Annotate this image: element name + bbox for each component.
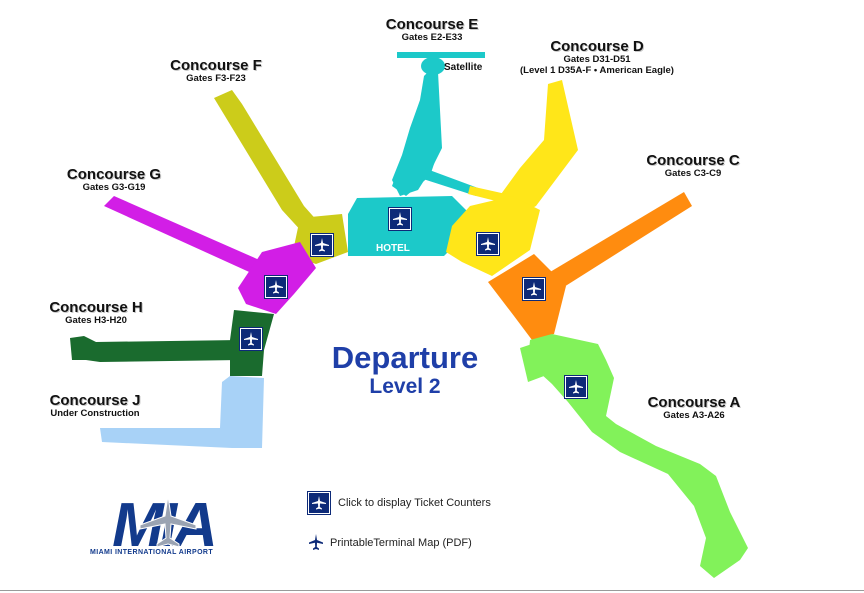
concourse-a-pier [528,334,748,578]
concourse-g-title: Concourse G [66,166,162,183]
concourse-d-gates: Gates D31-D51 [563,54,631,65]
ticket-counter-pin-f[interactable] [310,233,334,257]
ticket-counter-pin-a[interactable] [564,375,588,399]
concourse-c-gates: Gates C3-C9 [664,168,722,179]
concourse-a-jetways [520,344,544,382]
airplane-icon [309,534,323,550]
concourse-d-title: Concourse D [550,38,644,55]
concourse-a-title: Concourse A [647,394,741,411]
mia-logo-caption: MIAMI INTERNATIONAL AIRPORT [90,549,214,556]
mia-logo[interactable]: MIA MIAMI INTERNATIONAL AIRPORT [86,491,240,560]
airplane-icon [569,380,583,394]
concourse-a-area[interactable] [520,334,748,578]
concourse-f-title: Concourse F [170,57,262,74]
concourse-e-satellite-label: Satellite [444,62,483,73]
airplane-icon [269,280,283,294]
mia-logo-plane-icon [139,495,197,548]
concourse-h-area[interactable] [70,310,274,376]
concourse-a-label[interactable]: Concourse A Gates A3-A26 [634,395,754,421]
airplane-icon [393,212,407,226]
ticket-counter-pin-d[interactable] [476,232,500,256]
printable-map-link[interactable]: PrintableTerminal Map (PDF) [330,537,472,549]
concourse-j-pier [100,376,264,448]
concourse-g-gates: Gates G3-G19 [82,182,146,193]
printable-map-icon[interactable] [308,533,324,551]
concourse-g-pier [104,196,264,276]
concourse-f-gates: Gates F3-F23 [186,73,246,84]
ticket-counter-pin-c[interactable] [522,277,546,301]
ticket-counter-pin-g[interactable] [264,275,288,299]
ticket-counter-pin-h[interactable] [239,327,263,351]
concourse-d-label[interactable]: Concourse D Gates D31-D51 (Level 1 D35A-… [500,39,694,75]
heading-departure: Departure [331,340,479,375]
concourse-f-label[interactable]: Concourse F Gates F3-F23 [158,58,274,84]
airplane-icon [244,332,258,346]
concourse-j-label[interactable]: Concourse J Under Construction [36,393,154,419]
concourse-c-title: Concourse C [646,152,740,169]
airplane-icon [527,282,541,296]
hotel-label: HOTEL [376,243,410,254]
airplane-icon [315,238,329,252]
concourse-d-level1-note: (Level 1 D35A-F • American Eagle) [520,64,674,76]
legend-ticket-counters-text[interactable]: Click to display Ticket Counters [338,497,491,509]
concourse-h-pier [70,336,240,362]
satellite-neck [429,56,437,72]
concourse-e-label[interactable]: Concourse E Gates E2-E33 [370,17,494,43]
concourse-h-label[interactable]: Concourse H Gates H3-H20 [34,300,158,326]
concourse-d-area[interactable] [446,80,578,276]
legend-ticket-counter-icon[interactable] [307,491,331,515]
mia-logo-graphic: MIA [112,491,218,560]
heading-level: Level 2 [369,375,441,398]
airplane-icon [312,496,326,510]
concourse-g-label[interactable]: Concourse G Gates G3-G19 [52,167,176,193]
concourse-a-gates: Gates A3-A26 [663,410,725,421]
concourse-e-stem [392,140,440,196]
concourse-j-area[interactable] [100,376,264,448]
concourse-h-gates: Gates H3-H20 [65,315,127,326]
concourse-c-label[interactable]: Concourse C Gates C3-C9 [634,153,752,179]
concourse-e-connector [420,168,478,196]
map-heading: Departure Level 2 [290,342,520,397]
concourse-f-pier [214,90,320,234]
ticket-counter-pin-e[interactable] [388,207,412,231]
airplane-icon [481,237,495,251]
concourse-d-link [468,186,506,202]
satellite-bar [397,52,485,58]
concourse-j-status: Under Construction [50,408,140,419]
concourse-c-pier [540,192,692,292]
concourse-h-title: Concourse H [49,299,143,316]
concourse-j-title: Concourse J [49,392,141,409]
concourse-d-pier [488,80,578,228]
concourse-e-gates: Gates E2-E33 [401,32,463,43]
bottom-divider [0,590,864,591]
concourse-e-title: Concourse E [385,16,479,33]
